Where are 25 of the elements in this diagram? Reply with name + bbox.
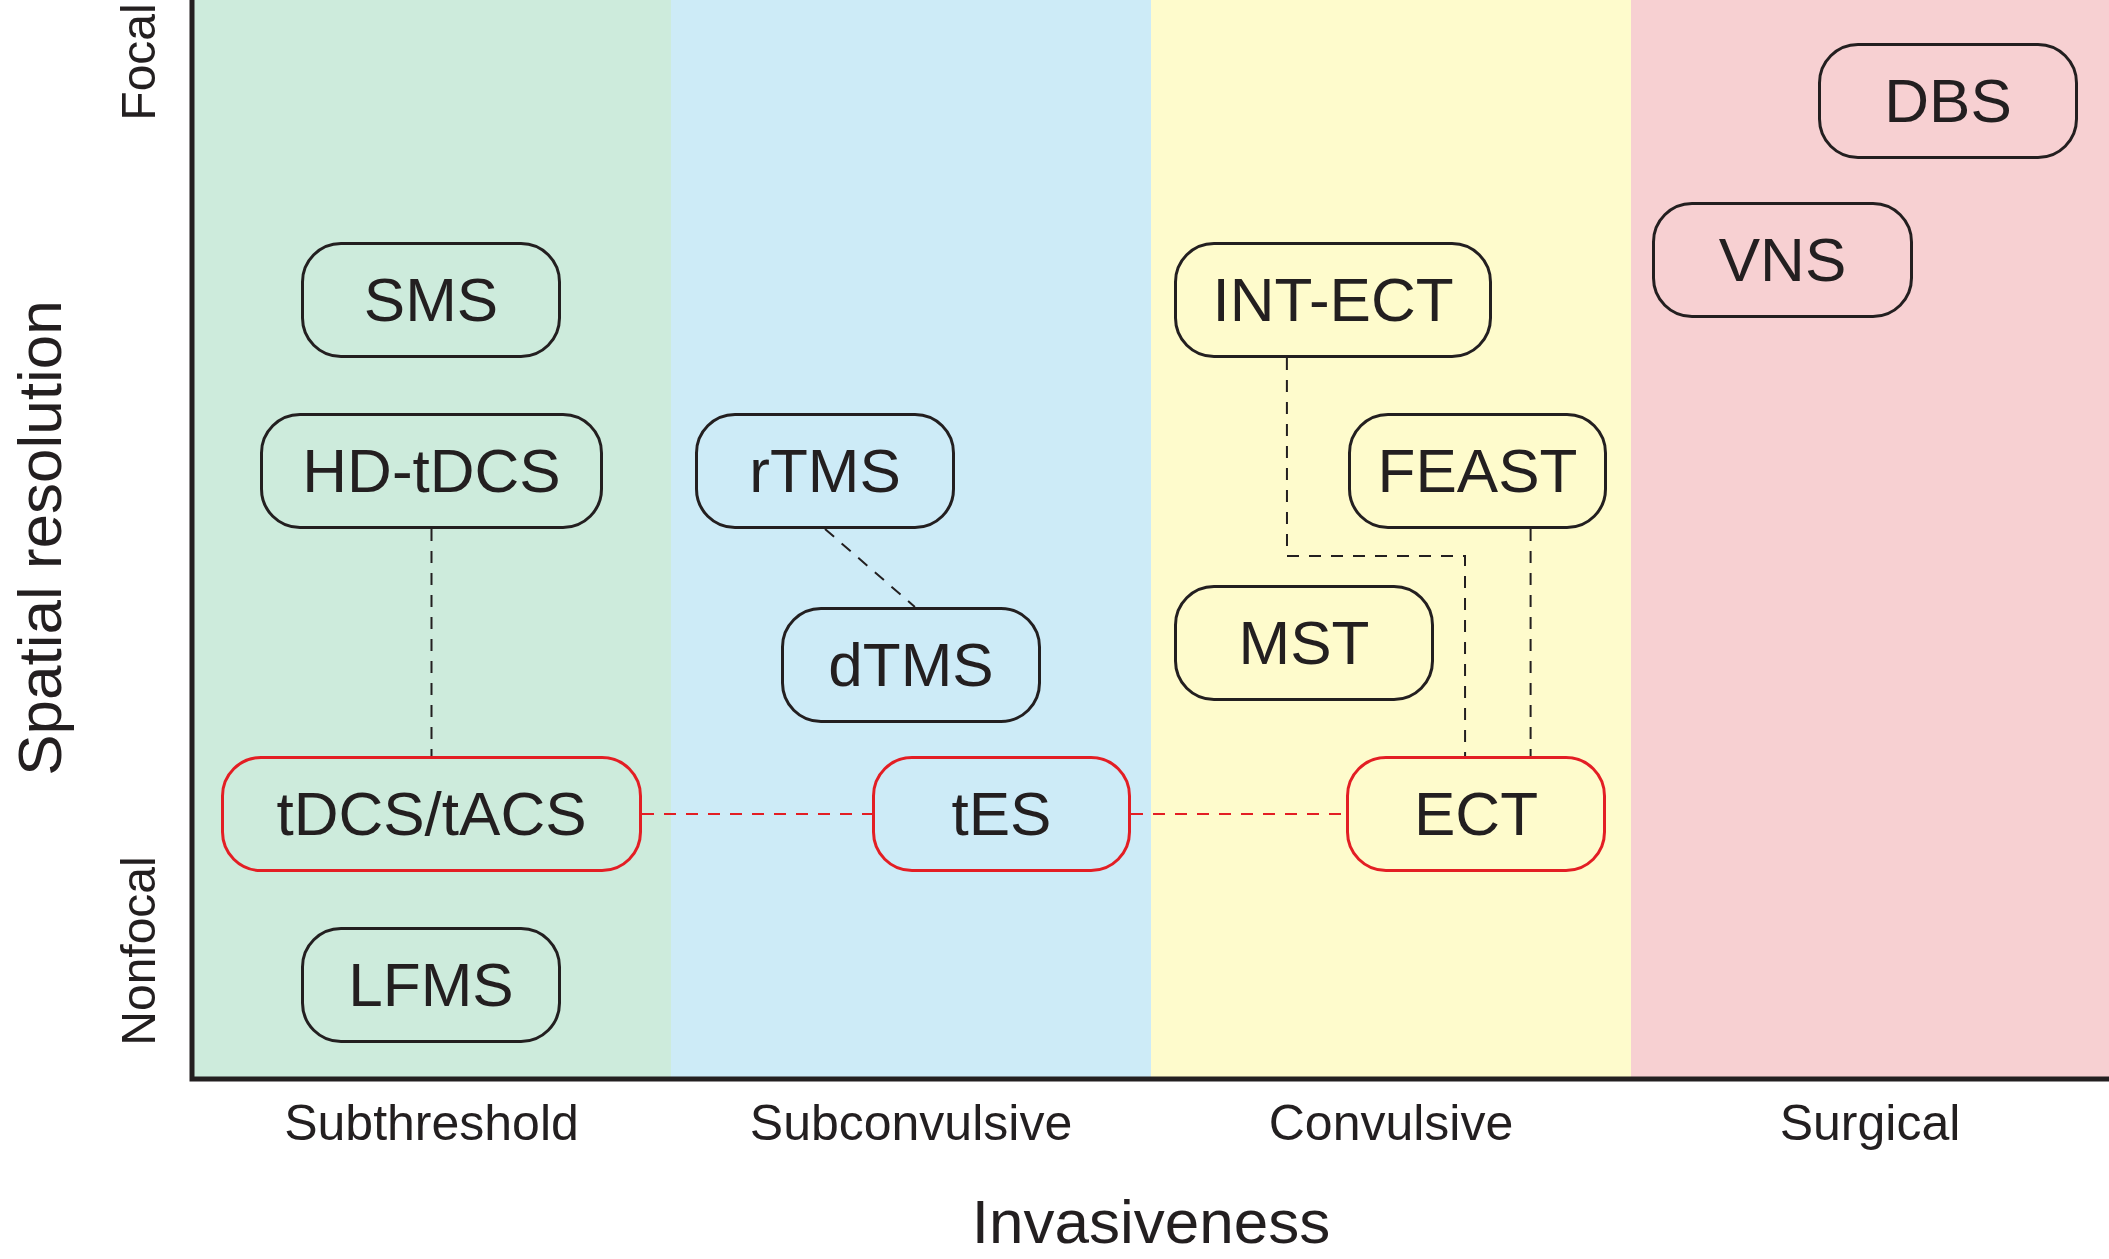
method-box: INT-ECT [1174, 242, 1492, 358]
connector-line [641, 813, 873, 815]
method-box: FEAST [1348, 413, 1607, 529]
method-box: VNS [1652, 202, 1913, 318]
category-label: Subconvulsive [748, 1098, 1074, 1148]
connector-line [1529, 528, 1532, 757]
method-box: rTMS [695, 413, 955, 529]
connector-line [824, 528, 916, 608]
method-box: LFMS [301, 927, 561, 1043]
axis-label: Focal [115, 3, 163, 121]
method-box: HD-tDCS [260, 413, 603, 529]
axis-label: Invasiveness [971, 1191, 1331, 1253]
method-box: tDCS/tACS [221, 756, 642, 872]
method-box: tES [872, 756, 1131, 872]
connector-line [430, 528, 433, 757]
method-box: MST [1174, 585, 1434, 701]
method-box: dTMS [781, 607, 1041, 723]
axis-label: Nonfocal [115, 856, 163, 1046]
method-box: ECT [1346, 756, 1606, 872]
category-label: Convulsive [1267, 1098, 1515, 1148]
method-box: SMS [301, 242, 561, 358]
method-box: DBS [1818, 43, 2078, 159]
category-label: Surgical [1778, 1098, 1962, 1148]
category-label: Subthreshold [283, 1098, 580, 1148]
connector-line [1285, 357, 1467, 757]
